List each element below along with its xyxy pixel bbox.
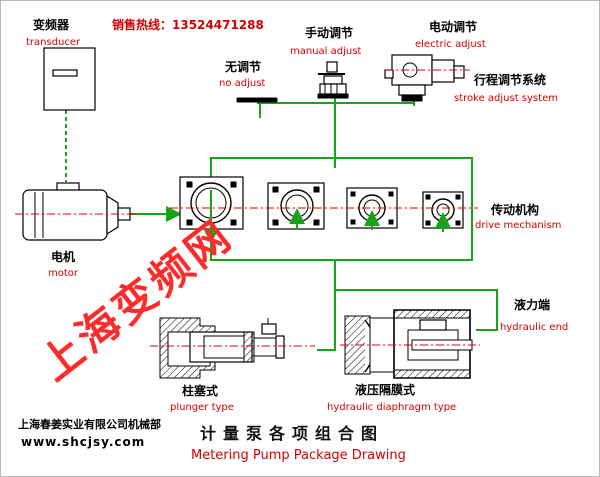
transducer-label-en: transducer: [26, 37, 81, 48]
website-text: www.shcjsy.com: [21, 435, 145, 449]
diaphragm-type-label-en: hydraulic diaphragm type: [327, 402, 456, 413]
drive-unit-4: [422, 191, 464, 232]
electric-adjust-actuator: [384, 54, 470, 102]
stroke-adjust-label-en: stroke adjust system: [454, 93, 558, 104]
drive-unit-2: [267, 182, 325, 230]
manual-adjust-handwheel: [317, 61, 349, 99]
drive-unit-1: [179, 176, 244, 244]
hydraulic-end-label-en: hydraulic end: [500, 322, 568, 333]
company-name: 上海春姜实业有限公司机械部: [18, 417, 161, 431]
no-adjust-label-en: no adjust: [219, 78, 265, 89]
hotline-text: 销售热线：13524471288: [112, 17, 264, 32]
manual-adjust-label-en: manual adjust: [290, 46, 361, 57]
plunger-pump-head: [150, 317, 315, 379]
electric-adjust-label-cn: 电动调节: [429, 19, 477, 34]
diaphragm-pump-head: [340, 309, 480, 379]
diaphragm-type-label-cn: 液压隔膜式: [355, 382, 415, 397]
title-cn: 计量泵各项组合图: [200, 424, 384, 443]
motor-label-cn: 电机: [51, 249, 75, 264]
drive-mechanism-label-en: drive mechanism: [475, 220, 561, 231]
manual-adjust-label-cn: 手动调节: [305, 25, 353, 40]
motor-drawing: [15, 182, 135, 241]
electric-adjust-label-en: electric adjust: [415, 39, 486, 50]
plunger-type-label-en: plunger type: [170, 402, 234, 413]
hydraulic-end-label-cn: 液力端: [514, 297, 550, 312]
no-adjust-symbol: [236, 97, 278, 103]
motor-label-en: motor: [48, 268, 79, 279]
title-en: Metering Pump Package Drawing: [191, 448, 406, 463]
drive-unit-3: [346, 187, 398, 230]
stroke-adjust-label-cn: 行程调节系统: [473, 72, 546, 87]
transducer-box: [43, 47, 96, 111]
plunger-type-label-cn: 柱塞式: [182, 383, 218, 398]
no-adjust-label-cn: 无调节: [224, 59, 261, 74]
transducer-label-cn: 变频器: [33, 17, 70, 32]
drive-mechanism-label-cn: 传动机构: [490, 202, 539, 217]
